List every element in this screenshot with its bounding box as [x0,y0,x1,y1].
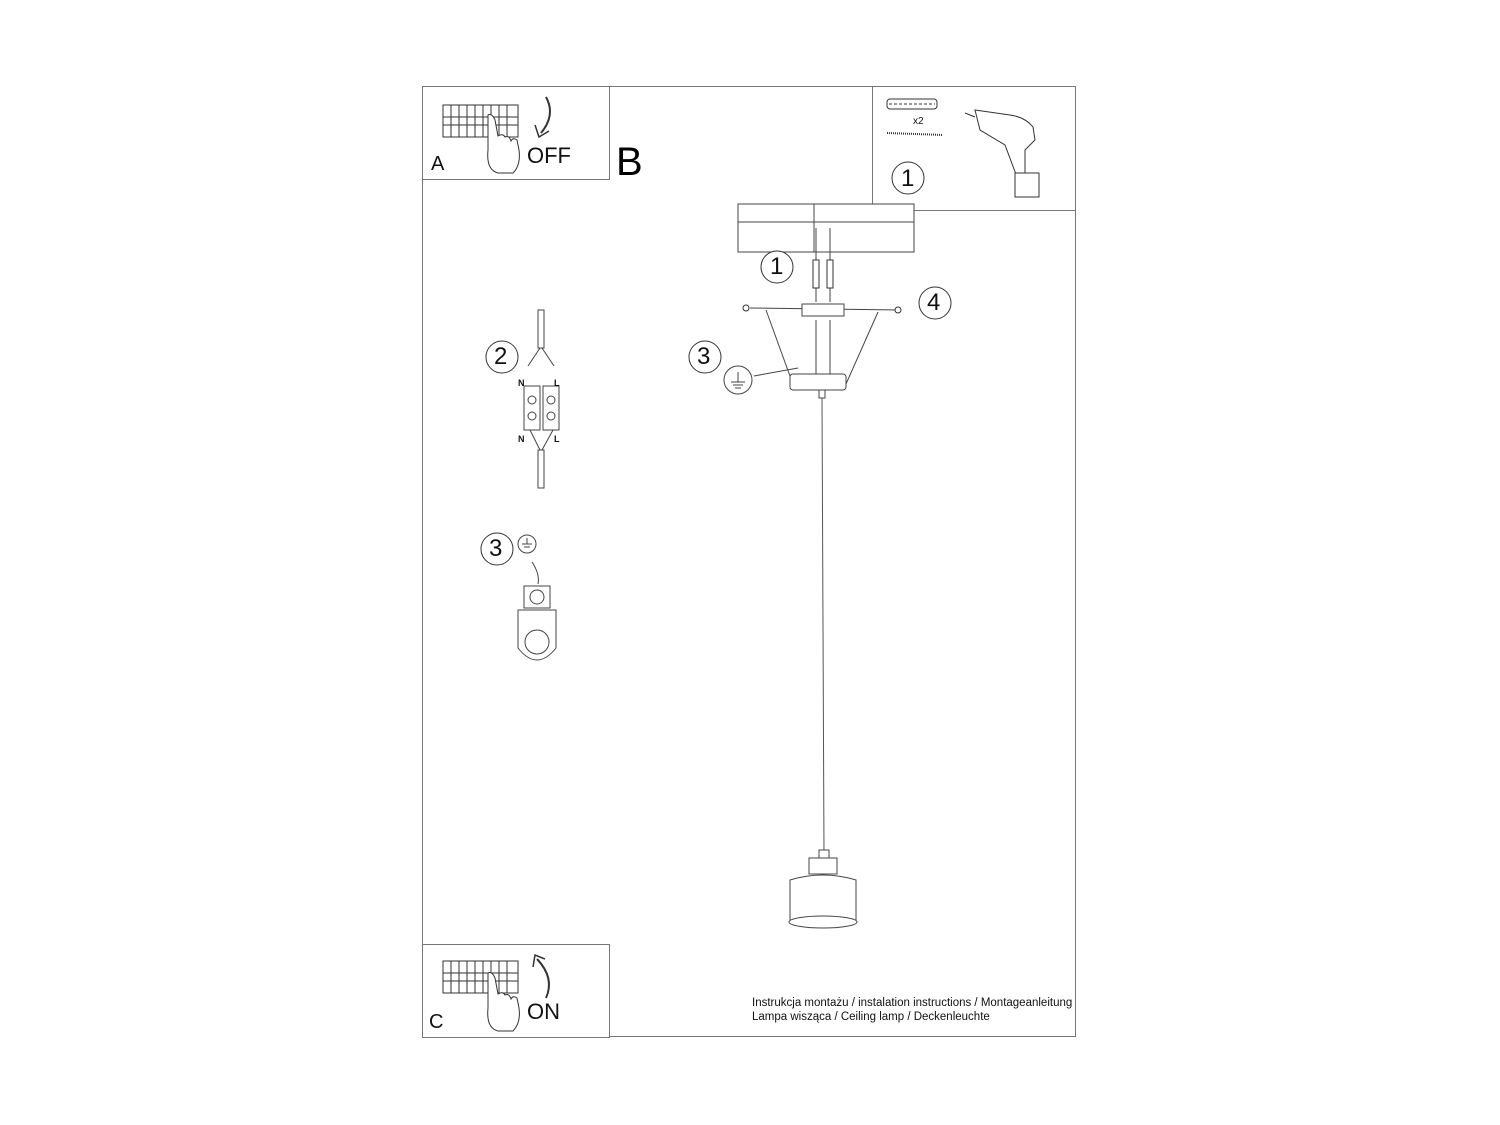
tools-callout-1: 1 [901,165,915,192]
step-a-off-label: OFF [527,143,571,168]
step-b-letter: B [616,140,643,184]
terminal-block-diagram [523,309,560,489]
label-l-top: L [554,378,560,388]
wiring-callout-2: 2 [494,343,508,370]
arrow-down-icon [534,96,551,139]
hand-icon [487,972,520,1032]
label-l-bottom: L [554,434,560,444]
callout-1-circle-main [760,250,794,284]
main-callout-4: 4 [927,289,941,316]
footer-line-1: Instrukcja montażu / instalation instruc… [752,997,1073,1009]
wall-plug-icon [886,98,944,136]
label-n-bottom: N [518,434,525,444]
callout-2-circle [485,340,519,374]
callout-3-circle-detail [480,532,514,566]
step-c-on-label: ON [527,999,560,1024]
ground-terminal-diagram [517,534,557,661]
callout-1-circle [891,161,925,195]
arrow-up-icon [532,953,550,999]
tools-panel: x2 1 [872,86,1076,211]
ceiling-mount-diagram [723,203,915,929]
quantity-label: x2 [913,116,924,127]
breaker-panel-icon [442,104,519,138]
callout-3-circle-main [688,340,722,374]
ground-callout-3: 3 [489,535,503,562]
main-callout-1: 1 [770,253,784,280]
step-c-panel: C ON [422,944,610,1038]
step-a-letter: A [431,153,445,175]
footer-line-2: Lampa wisząca / Ceiling lamp / Deckenleu… [752,1011,990,1023]
drill-icon [964,109,1040,198]
callout-4-circle [918,286,952,320]
step-a-panel: A OFF [422,86,610,180]
instruction-sheet [422,86,1076,1037]
label-n-top: N [518,378,525,388]
hand-icon [487,114,520,174]
main-callout-3: 3 [697,343,711,370]
step-c-letter: C [429,1011,444,1033]
